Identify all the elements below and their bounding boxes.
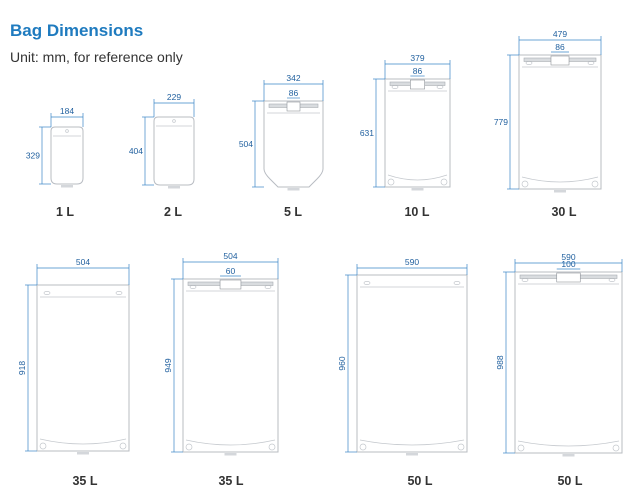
corner-hole [39, 442, 47, 450]
corner-hole [591, 180, 599, 188]
hang-hole [453, 281, 461, 285]
corner-hole [612, 444, 620, 452]
volume-label: 5 L [284, 205, 302, 219]
bag-item: 479 86 779 30 L [494, 29, 602, 219]
width-label: 342 [286, 73, 300, 83]
bag-item: 590 960 50 L [337, 257, 468, 488]
height-label: 631 [360, 128, 374, 138]
corner-hole [517, 444, 525, 452]
bag-outline [514, 271, 623, 454]
bottom-mark [224, 453, 237, 456]
height-label: 404 [129, 146, 143, 156]
gusset-curve [387, 174, 448, 181]
corner-hole [119, 442, 127, 450]
hang-hole [172, 119, 176, 123]
volume-label: 1 L [56, 205, 74, 219]
zipper-label: 86 [413, 66, 423, 76]
bottom-mark [406, 453, 418, 456]
bag-outline [50, 126, 84, 185]
volume-label: 50 L [557, 474, 582, 488]
width-label: 590 [405, 257, 419, 267]
bottom-mark [562, 454, 575, 457]
gusset-curve [521, 176, 599, 183]
bag-outline [356, 274, 468, 453]
height-label: 960 [337, 356, 347, 370]
bag-item: 342 86 504 5 L [239, 73, 324, 219]
bag-outline [263, 100, 324, 188]
volume-label: 10 L [404, 205, 429, 219]
width-label: 504 [223, 251, 237, 261]
volume-label: 35 L [218, 474, 243, 488]
height-label: 779 [494, 117, 508, 127]
height-label: 329 [26, 151, 40, 161]
bottom-mark [61, 185, 73, 188]
hang-hole [115, 291, 123, 295]
bottom-mark [554, 190, 566, 193]
corner-hole [185, 443, 193, 451]
volume-label: 50 L [407, 474, 432, 488]
zipper-tab [410, 79, 425, 90]
height-label: 504 [239, 139, 253, 149]
bag-outline [384, 78, 451, 188]
bottom-mark [411, 188, 424, 191]
bag-item: 504 60 949 35 L [163, 251, 279, 488]
width-label: 504 [76, 257, 90, 267]
volume-label: 30 L [551, 205, 576, 219]
corner-hole [440, 178, 448, 186]
zipper-label: 86 [289, 88, 299, 98]
gusset-curve [39, 438, 127, 445]
corner-hole [457, 443, 465, 451]
gusset-curve [359, 439, 465, 446]
corner-hole [268, 443, 276, 451]
zipper-tab [556, 272, 581, 283]
zipper-label: 86 [555, 42, 565, 52]
gusset-curve [517, 440, 620, 447]
zipper-tab [550, 55, 570, 66]
zipper-label: 60 [226, 266, 236, 276]
width-label: 229 [167, 92, 181, 102]
width-label: 184 [60, 106, 74, 116]
bag-outline [518, 54, 602, 190]
page-subtitle: Unit: mm, for reference only [10, 49, 183, 65]
width-label: 590 [561, 252, 575, 262]
volume-label: 35 L [72, 474, 97, 488]
page-title: Bag Dimensions [10, 21, 144, 40]
corner-hole [387, 178, 395, 186]
hang-hole [65, 129, 69, 133]
width-label: 379 [410, 53, 424, 63]
bottom-mark [287, 188, 300, 191]
hang-hole [43, 291, 51, 295]
height-label: 918 [17, 361, 27, 375]
bag-outline [153, 116, 195, 186]
bag-item: 504 918 35 L [17, 257, 130, 488]
bag-item: 229 404 2 L [129, 92, 195, 219]
zipper-label: 100 [561, 259, 575, 269]
corner-hole [359, 443, 367, 451]
bottom-mark [168, 186, 180, 189]
width-label: 479 [553, 29, 567, 39]
gusset-curve [185, 439, 276, 446]
height-label: 949 [163, 358, 173, 372]
bottom-mark [77, 452, 89, 455]
height-label: 988 [495, 355, 505, 369]
zipper-tab [286, 101, 301, 112]
bag-outline [36, 284, 130, 452]
bag-outline [182, 278, 279, 453]
corner-hole [521, 180, 529, 188]
bag-item: 184 329 1 L [26, 106, 84, 219]
hang-hole [363, 281, 371, 285]
zipper-tab [219, 279, 242, 290]
bag-item: 379 86 631 10 L [360, 53, 451, 219]
volume-label: 2 L [164, 205, 182, 219]
